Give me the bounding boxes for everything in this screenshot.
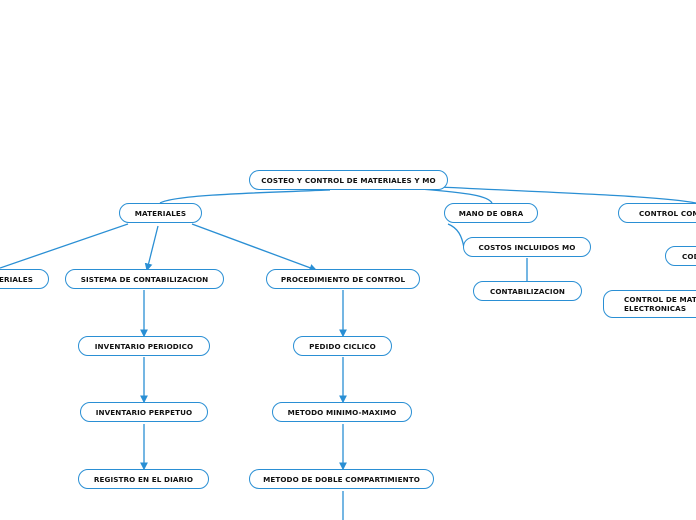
edge-mano-costos: [447, 223, 465, 249]
inventario-periodico-node[interactable]: INVENTARIO PERIODICO: [78, 336, 210, 356]
pedido-ciclico-label: PEDIDO CICLICO: [309, 341, 376, 351]
cod-node[interactable]: COD: [665, 246, 696, 266]
control-comp-label: CONTROL COMP: [639, 208, 696, 218]
inventario-periodico-label: INVENTARIO PERIODICO: [94, 341, 194, 351]
contabilizacion-label: CONTABILIZACION: [489, 286, 566, 296]
pedido-ciclico-node[interactable]: PEDIDO CICLICO: [293, 336, 392, 356]
contabilizacion-node[interactable]: CONTABILIZACION: [473, 281, 582, 301]
materiales-label: MATERIALES: [134, 208, 187, 218]
registro-diario-node[interactable]: REGISTRO EN EL DIARIO: [78, 469, 209, 489]
sistema-contabilizacion-label: SISTEMA DE CONTABILIZACION: [80, 274, 209, 284]
control-comp-node[interactable]: CONTROL COMP: [618, 203, 696, 223]
inventario-perpetuo-node[interactable]: INVENTARIO PERPETUO: [80, 402, 208, 422]
materiales-left-node[interactable]: ERIALES: [0, 269, 49, 289]
control-mat-line2: ELECTRONICAS: [624, 304, 687, 313]
edge-root-materiales: [159, 189, 331, 204]
procedimiento-control-node[interactable]: PROCEDIMIENTO DE CONTROL: [266, 269, 420, 289]
control-mat-electronicas-node[interactable]: CONTROL DE MAT. ELECTRONICAS: [603, 290, 696, 318]
edge-root-control: [439, 186, 696, 204]
edge-materiales-procedimiento: [191, 223, 318, 272]
procedimiento-control-label: PROCEDIMIENTO DE CONTROL: [280, 274, 406, 284]
materiales-left-label: ERIALES: [0, 274, 33, 284]
metodo-doble-compartimiento-label: METODO DE DOBLE COMPARTIMIENTO: [263, 474, 420, 484]
metodo-doble-compartimiento-node[interactable]: METODO DE DOBLE COMPARTIMIENTO: [249, 469, 434, 489]
metodo-minimo-maximo-label: METODO MINIMO-MAXIMO: [287, 407, 397, 417]
root-node[interactable]: COSTEO Y CONTROL DE MATERIALES Y MO: [249, 170, 448, 190]
registro-diario-label: REGISTRO EN EL DIARIO: [93, 474, 194, 484]
edge-materiales-left: [0, 223, 129, 269]
mano-de-obra-label: MANO DE OBRA: [458, 208, 524, 218]
cod-label: COD: [682, 251, 696, 261]
root-label: COSTEO Y CONTROL DE MATERIALES Y MO: [261, 175, 436, 185]
control-mat-line1: CONTROL DE MAT.: [624, 295, 696, 304]
inventario-perpetuo-label: INVENTARIO PERPETUO: [95, 407, 193, 417]
mano-de-obra-node[interactable]: MANO DE OBRA: [444, 203, 538, 223]
costos-incluidos-mo-node[interactable]: COSTOS INCLUIDOS MO: [463, 237, 591, 257]
edge-materiales-sistema: [144, 225, 159, 272]
sistema-contabilizacion-node[interactable]: SISTEMA DE CONTABILIZACION: [65, 269, 224, 289]
costos-incluidos-mo-label: COSTOS INCLUIDOS MO: [478, 242, 576, 252]
edge-root-mano-de-obra: [419, 188, 493, 204]
materiales-node[interactable]: MATERIALES: [119, 203, 202, 223]
metodo-minimo-maximo-node[interactable]: METODO MINIMO-MAXIMO: [272, 402, 412, 422]
